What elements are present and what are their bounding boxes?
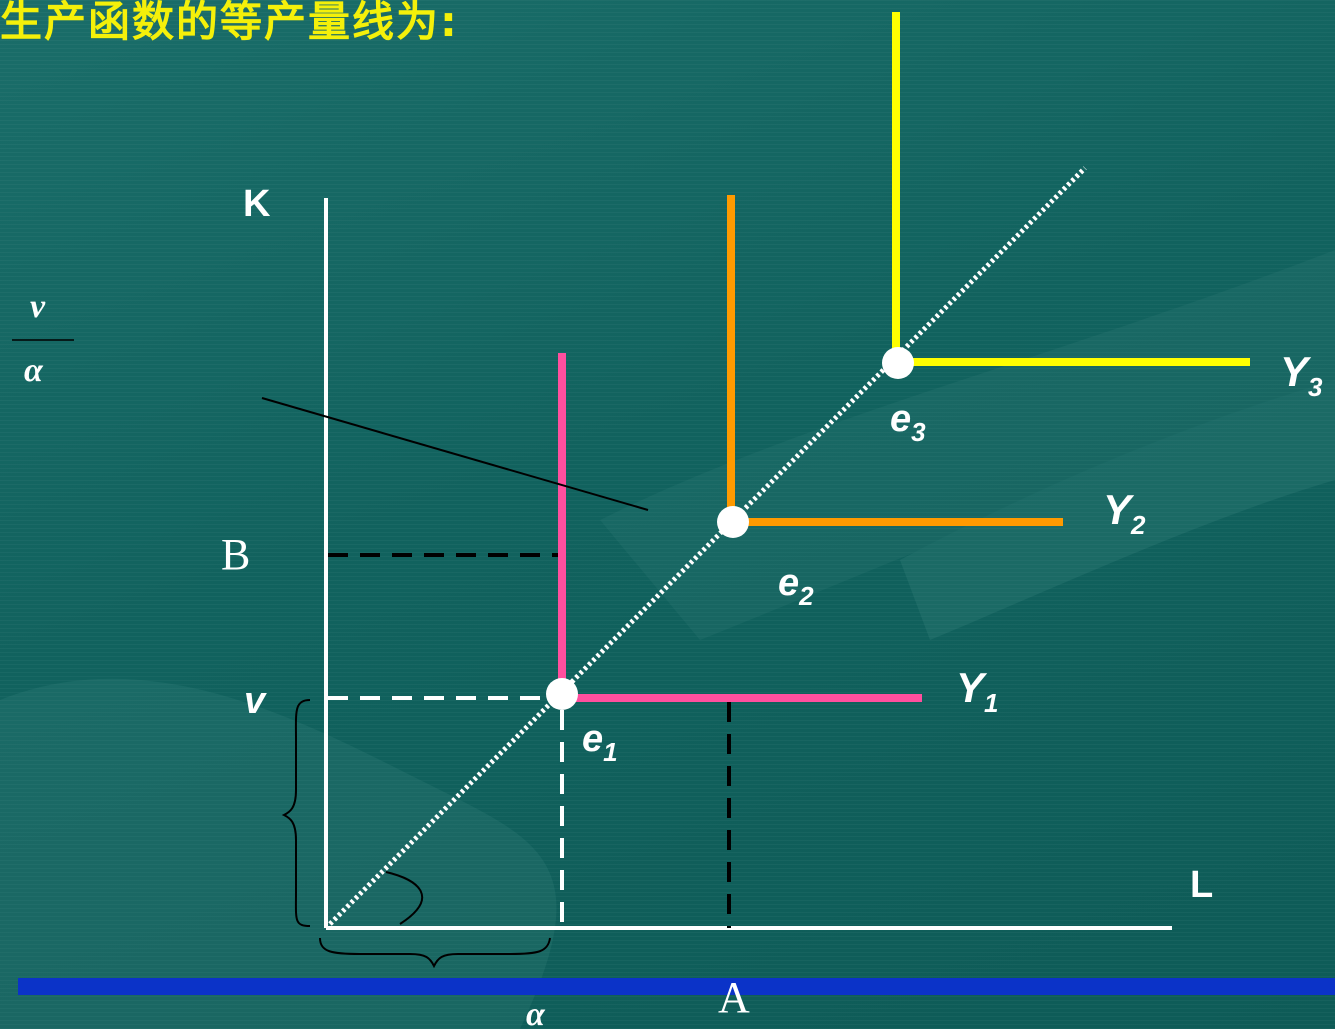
y1-label: Y1	[956, 664, 999, 718]
b-label: B	[221, 530, 251, 579]
y3-label: Y3	[1280, 348, 1323, 402]
bottom-bar	[18, 978, 1335, 995]
y2-label: Y2	[1103, 486, 1146, 540]
l-axis-label: L	[1190, 864, 1214, 906]
a-label: A	[718, 973, 750, 1022]
fraction-numerator: v	[30, 288, 46, 325]
alpha-brace	[319, 937, 551, 969]
background-swoosh	[0, 250, 1335, 1029]
fraction-denominator: α	[24, 352, 43, 389]
expansion-path	[328, 166, 1087, 926]
point-e2	[717, 506, 749, 538]
annotation-pointer-line	[261, 397, 649, 511]
v-brace	[281, 699, 311, 927]
v-label: v	[244, 680, 266, 722]
angle-arc	[385, 871, 424, 925]
point-e1	[546, 678, 578, 710]
point-e3	[882, 347, 914, 379]
page-title: 生产函数的等产量线为:	[0, 0, 459, 46]
alpha-label: α	[526, 996, 545, 1029]
e1-label: e1	[582, 718, 618, 767]
k-axis-label: K	[243, 183, 271, 225]
e2-label: e2	[778, 562, 814, 611]
e3-label: e3	[890, 398, 926, 447]
